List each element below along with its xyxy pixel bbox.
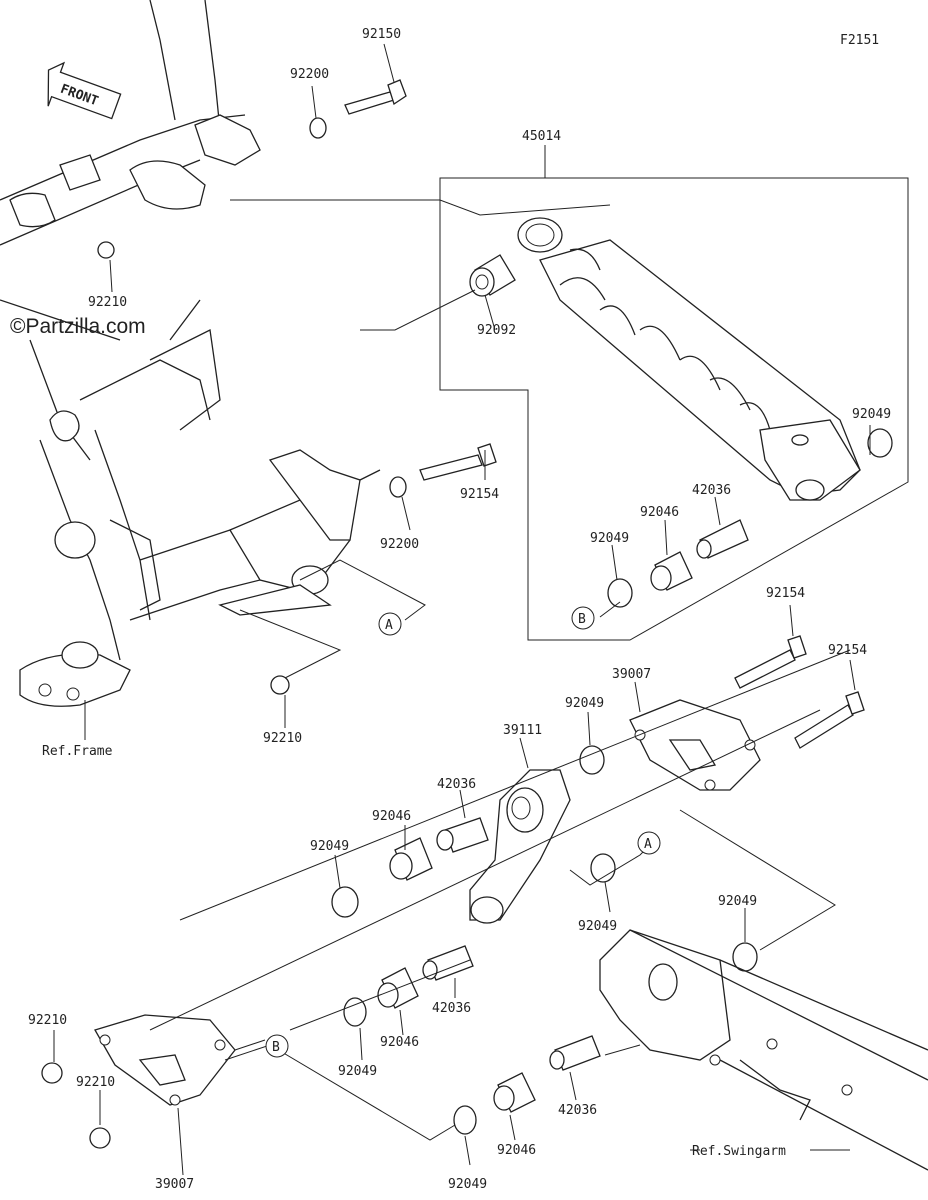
sleeve-42036-swingarm-end (549, 1050, 565, 1070)
nut-92210-lower-a (41, 1062, 63, 1084)
marker-a-upper-label: A (385, 618, 393, 633)
part-label-92049-rocker-left: 92049 (310, 839, 349, 854)
part-label-92210-lower-a: 92210 (28, 1013, 67, 1028)
part-label-92210-upper: 92210 (88, 295, 127, 310)
leader-lines (53, 43, 909, 1176)
tie-rod-39007-upper (629, 699, 761, 791)
part-label-92150: 92150 (362, 27, 401, 42)
part-label-42036-shock: 42036 (692, 483, 731, 498)
part-label-92154-lower-right: 92154 (828, 643, 867, 658)
marker-a-lower-label: A (644, 837, 652, 852)
part-label-39007-upper: 39007 (612, 667, 651, 682)
part-label-92200-lower: 92200 (380, 537, 419, 552)
part-label-92200-upper: 92200 (290, 67, 329, 82)
bolt-92154-lower-right (794, 691, 865, 749)
part-label-92046-shock: 92046 (640, 505, 679, 520)
part-label-92049-rocker-right: 92049 (578, 919, 617, 934)
nut-92210-mid (270, 675, 290, 695)
part-label-39111: 39111 (503, 723, 542, 738)
part-label-92154-upper-right: 92154 (766, 586, 805, 601)
part-label-42036-rocker-top: 42036 (437, 777, 476, 792)
part-label-45014: 45014 (522, 129, 561, 144)
part-label-92154-frame: 92154 (460, 487, 499, 502)
bolt-92154-frame (419, 443, 497, 481)
bearing-92046-rocker-lower-end (377, 982, 399, 1008)
tie-rod-39007-lower (94, 1014, 236, 1106)
washer-92049-rocker-lower (343, 997, 367, 1027)
bearing-92046-swingarm-end (493, 1085, 515, 1111)
sleeve-42036-rocker-top-end (436, 829, 454, 851)
bolt-92154-upper-right (734, 635, 807, 689)
rocker-arm-39111 (469, 769, 571, 924)
part-label-92049-shock-left: 92049 (590, 531, 629, 546)
part-label-92210-lower-b: 92210 (76, 1075, 115, 1090)
marker-a-upper: A (378, 612, 402, 636)
diagram-code: F2151 (840, 33, 879, 48)
washer-92049-shock-left (607, 578, 633, 608)
part-label-92046-rocker-lower: 92046 (380, 1035, 419, 1050)
marker-b-lower: B (265, 1034, 289, 1058)
part-label-92046-rocker-top: 92046 (372, 809, 411, 824)
bearing-92046-shock-end (650, 565, 672, 591)
part-label-92049-rocker-top: 92049 (565, 696, 604, 711)
collar-92092 (469, 254, 516, 297)
part-label-92210-mid: 92210 (263, 731, 302, 746)
frame-drawing (0, 0, 381, 707)
marker-b-upper: B (571, 606, 595, 630)
marker-b-lower-label: B (272, 1040, 280, 1055)
washer-92200-upper (309, 117, 327, 139)
part-label-92049-rocker-lower: 92049 (338, 1064, 377, 1079)
bolt-92150 (344, 79, 407, 115)
ref-frame-label: Ref.Frame (42, 744, 113, 759)
nut-92210-lower-b (89, 1127, 111, 1149)
part-label-92049-shock-right: 92049 (852, 407, 891, 422)
shock-absorber-45014 (517, 217, 861, 501)
watermark-brand: ©Partzilla.com (10, 315, 146, 338)
ref-swingarm-label: Ref.Swingarm (692, 1144, 786, 1159)
washer-92049-rocker-left (331, 886, 359, 918)
front-arrow-icon: FRONT (47, 61, 122, 120)
part-label-92092: 92092 (477, 323, 516, 338)
swingarm-drawing (599, 929, 928, 1171)
bearing-92046-rocker-top-end (389, 852, 413, 880)
washer-92049-shock-right (867, 428, 893, 458)
sleeve-42036-rocker-lower-end (422, 960, 438, 980)
washer-92049-rocker-top (579, 745, 605, 775)
marker-a-lower: A (637, 831, 661, 855)
part-label-42036-rocker-lower: 42036 (432, 1001, 471, 1016)
part-label-42036-swingarm: 42036 (558, 1103, 597, 1118)
washer-92049-swingarm-bottom (453, 1105, 477, 1135)
part-label-92046-swingarm: 92046 (497, 1143, 536, 1158)
washer-92049-rocker-right (590, 853, 616, 883)
part-label-92049-swingarm-bottom: 92049 (448, 1177, 487, 1192)
marker-b-upper-label: B (578, 612, 586, 627)
washer-92200-lower (389, 476, 407, 498)
part-label-39007-lower: 39007 (155, 1177, 194, 1192)
sleeve-42036-shock-end (696, 539, 712, 559)
nut-92210-upper (97, 241, 115, 259)
part-label-92049-swingarm-top: 92049 (718, 894, 757, 909)
